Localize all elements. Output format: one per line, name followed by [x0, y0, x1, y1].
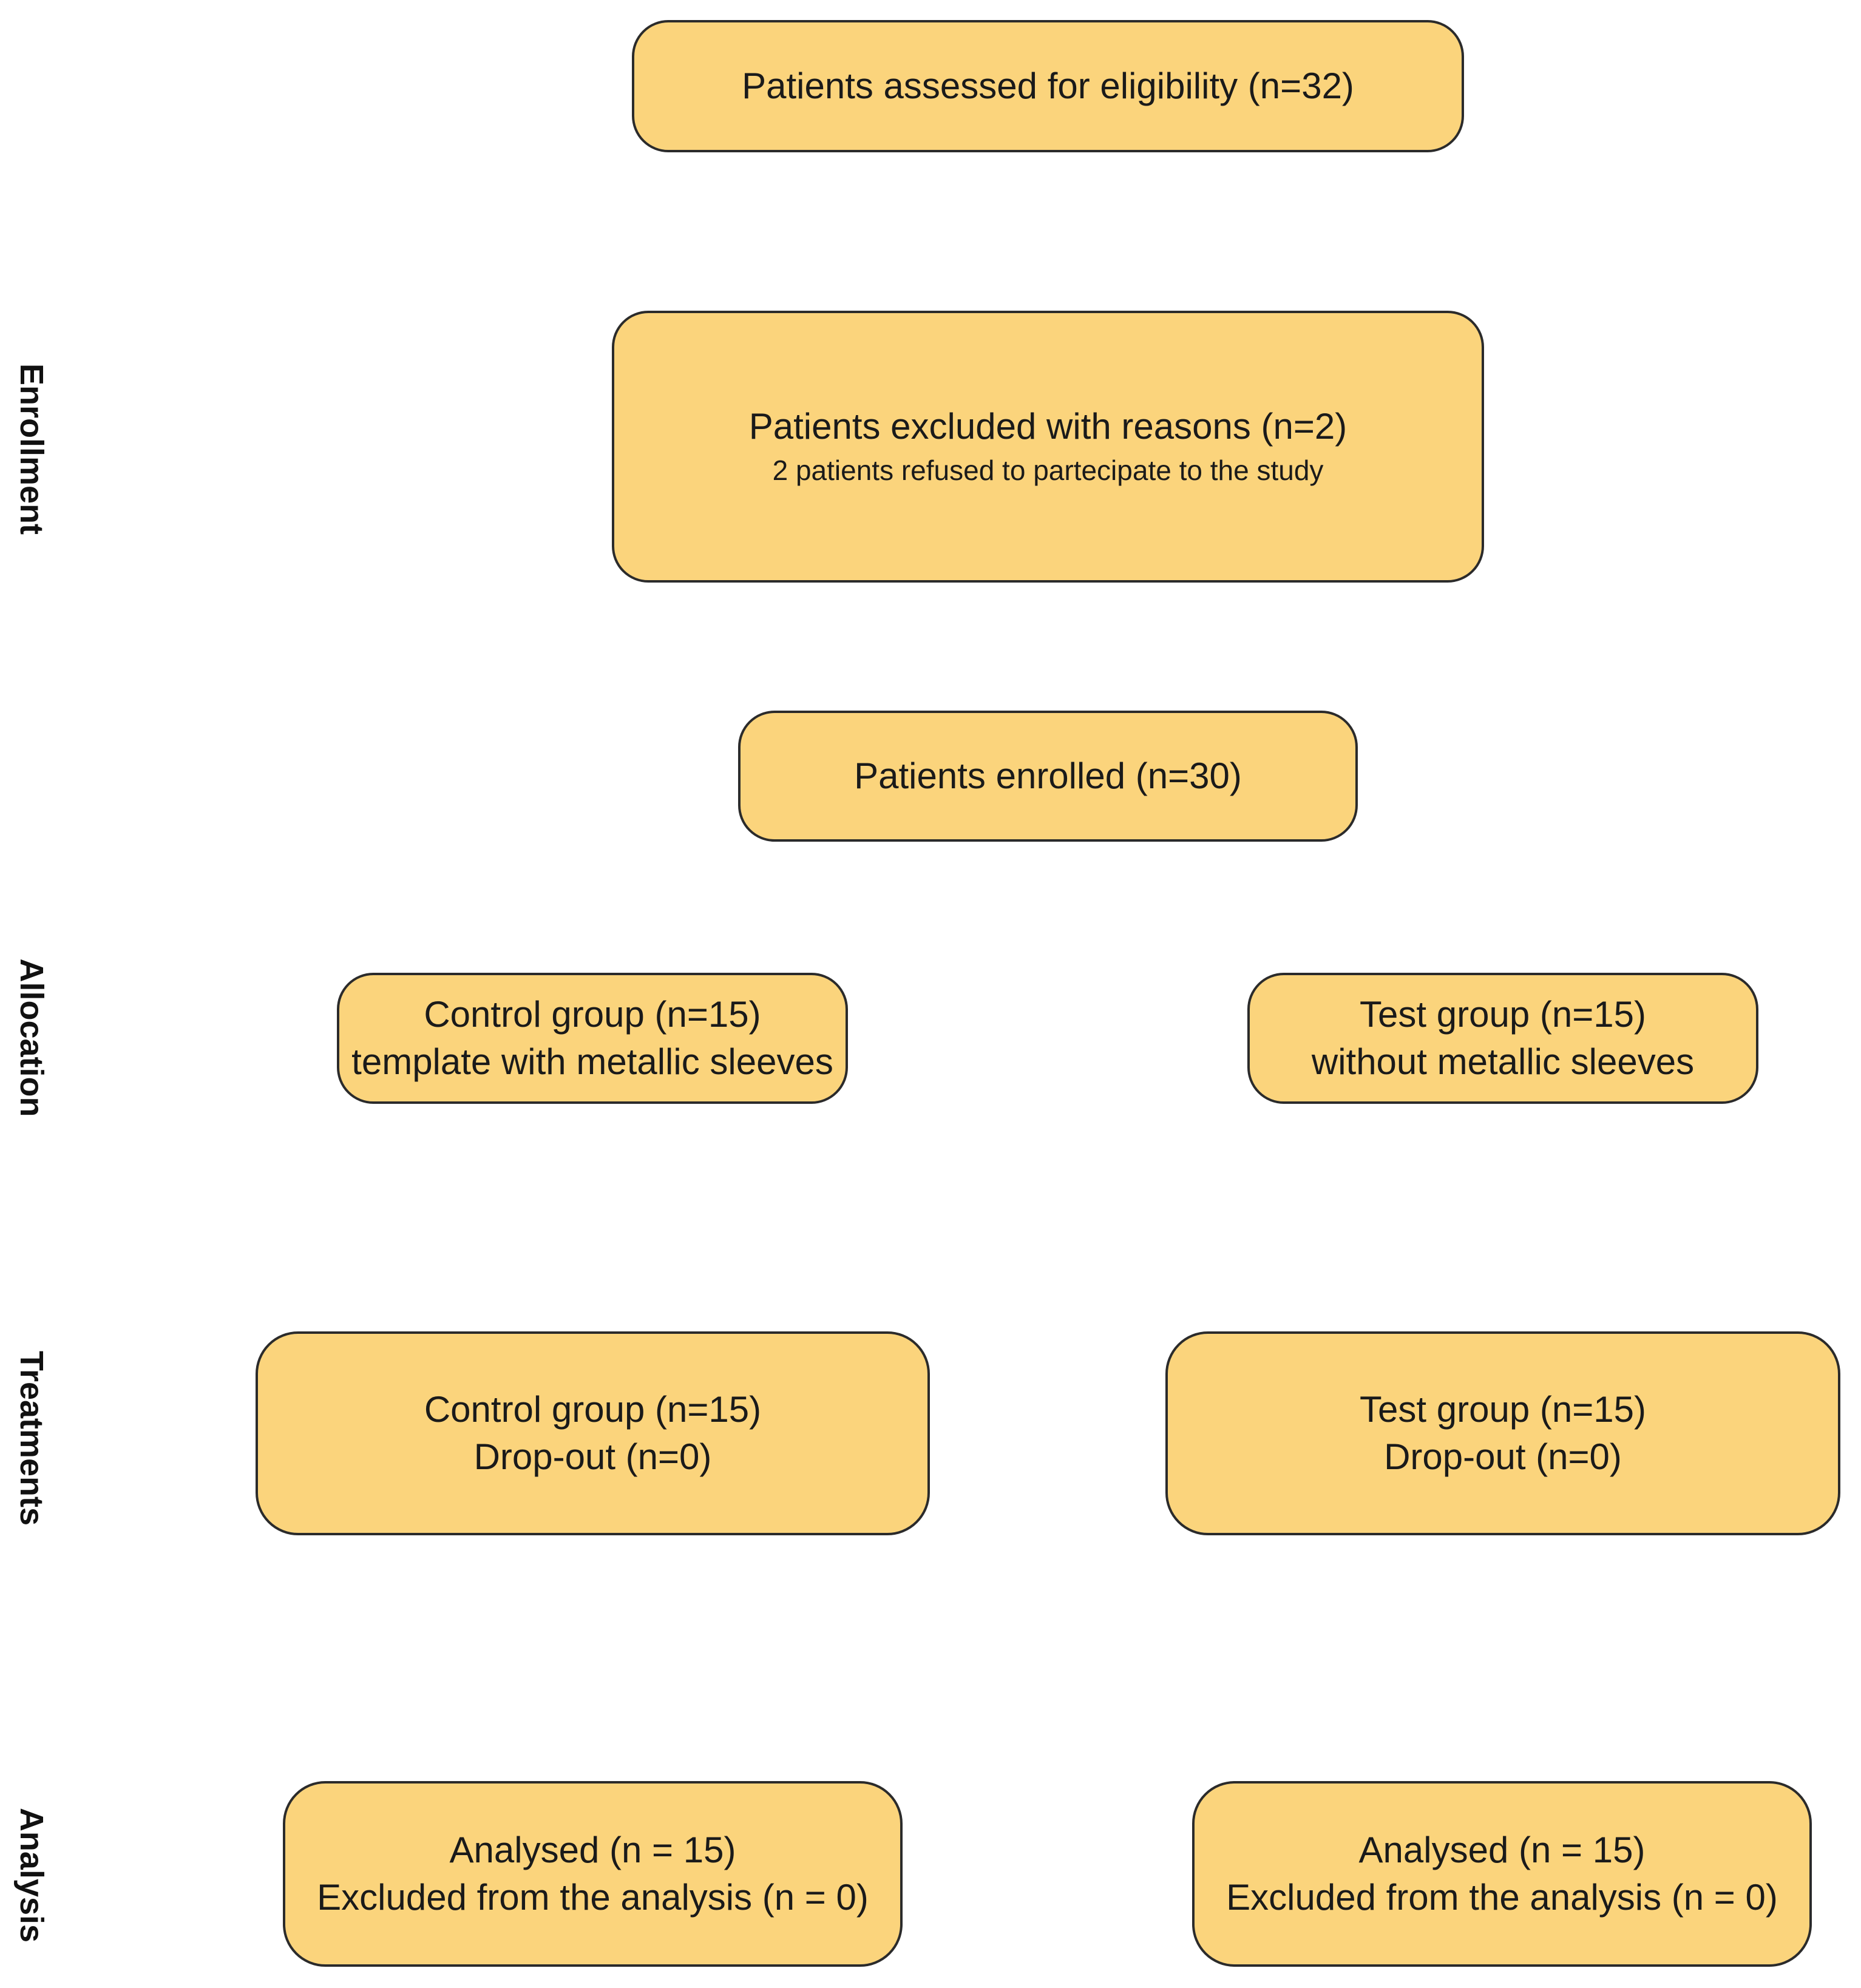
excluded-with-reasons-box: Patients excluded with reasons (n=2) 2 p…: [612, 311, 1484, 583]
analysis-control-group-analysed: Analysed (n = 15): [449, 1830, 736, 1870]
patients-enrolled-box: Patients enrolled (n=30): [738, 711, 1358, 842]
treatment-test-group-title: Test group (n=15): [1360, 1389, 1646, 1430]
allocation-control-group-box: Control group (n=15) template with metal…: [337, 973, 848, 1104]
treatment-control-group-title: Control group (n=15): [424, 1389, 762, 1430]
patients-enrolled-text: Patients enrolled (n=30): [854, 756, 1242, 796]
analysis-test-group-analysed: Analysed (n = 15): [1358, 1830, 1646, 1870]
allocation-control-group-detail: template with metallic sleeves: [351, 1041, 833, 1082]
analysis-control-group-excluded: Excluded from the analysis (n = 0): [317, 1877, 869, 1918]
analysis-test-group-box: Analysed (n = 15) Excluded from the anal…: [1192, 1781, 1812, 1967]
treatment-test-group-dropout: Drop-out (n=0): [1384, 1436, 1622, 1477]
analysis-test-group-excluded: Excluded from the analysis (n = 0): [1226, 1877, 1778, 1918]
section-label-analysis: Analysis: [13, 1807, 50, 1943]
allocation-test-group-detail: without metallic sleeves: [1311, 1041, 1695, 1082]
treatment-test-group-box: Test group (n=15) Drop-out (n=0): [1165, 1331, 1840, 1535]
excluded-with-reasons-title: Patients excluded with reasons (n=2): [748, 405, 1347, 447]
allocation-test-group-title: Test group (n=15): [1360, 994, 1646, 1035]
assessed-for-eligibility-box: Patients assessed for eligibility (n=32): [632, 20, 1464, 152]
allocation-test-group-box: Test group (n=15) without metallic sleev…: [1247, 973, 1758, 1104]
section-label-allocation: Allocation: [13, 958, 50, 1117]
section-label-enrollment: Enrollment: [13, 363, 50, 535]
section-label-treatments: Treatments: [13, 1350, 50, 1526]
allocation-control-group-title: Control group (n=15): [424, 994, 761, 1035]
treatment-control-group-box: Control group (n=15) Drop-out (n=0): [256, 1331, 930, 1535]
analysis-control-group-box: Analysed (n = 15) Excluded from the anal…: [283, 1781, 903, 1967]
treatment-control-group-dropout: Drop-out (n=0): [473, 1436, 712, 1477]
assessed-for-eligibility-text: Patients assessed for eligibility (n=32): [742, 66, 1354, 106]
excluded-with-reasons-detail: 2 patients refused to partecipate to the…: [772, 454, 1324, 486]
